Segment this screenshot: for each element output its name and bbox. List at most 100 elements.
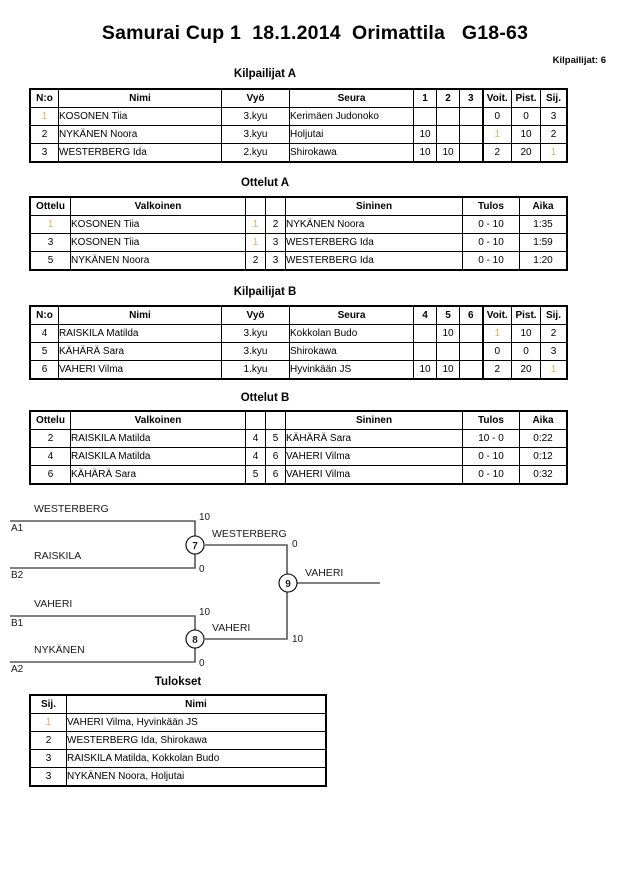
col-rank: Sij. — [30, 695, 67, 714]
cell-match: 6 — [30, 465, 71, 484]
cell-result: 0 - 10 — [462, 215, 520, 234]
cell-m1 — [413, 324, 437, 343]
col-white-no — [245, 197, 266, 216]
cell-blue-no: 3 — [265, 233, 286, 252]
bracket-semifinal-7-winner: WESTERBERG — [212, 528, 287, 540]
table-row: 3 RAISKILA Matilda, Kokkolan Budo — [30, 749, 326, 768]
col-club: Seura — [289, 306, 414, 325]
pool-b-caption: Kilpailijat B — [233, 286, 297, 298]
col-belt: Vyö — [221, 89, 290, 108]
cell-blue-no: 3 — [265, 251, 286, 270]
cell-m1: 10 — [413, 360, 437, 379]
cell-white-no: 1 — [245, 233, 266, 252]
col-blue: Sininen — [285, 411, 463, 430]
page-title: Samurai Cup 1 18.1.2014 Orimattila G18-6… — [101, 22, 529, 44]
col-name: Nimi — [58, 89, 222, 108]
bracket-semifinal-8-winner: VAHERI — [212, 622, 250, 634]
col-m1: 1 — [413, 89, 437, 108]
cell-white: RAISKILA Matilda — [70, 447, 246, 466]
bracket-line-entry-1 — [10, 520, 196, 543]
cell-rank: 2 — [30, 731, 67, 750]
table-row: 3 WESTERBERG Ida 2.kyu Shirokawa 10 10 2… — [30, 143, 567, 162]
bracket-line-entry-3 — [10, 615, 196, 636]
table-row: 6 KÄHÄRÄ Sara 5 6 VAHERI Vilma 0 - 10 0:… — [30, 465, 567, 484]
cell-match: 3 — [30, 233, 71, 252]
cell-white-no: 4 — [245, 429, 266, 448]
cell-blue: NYKÄNEN Noora — [285, 215, 463, 234]
cell-time: 0:22 — [519, 429, 567, 448]
table-row: 2 NYKÄNEN Noora 3.kyu Holjutai 10 1 10 2 — [30, 125, 567, 144]
table-row: 2 RAISKILA Matilda 4 5 KÄHÄRÄ Sara 10 - … — [30, 429, 567, 448]
cell-club: Kerimäen Judonoko — [289, 107, 414, 126]
col-points: Pist. — [511, 89, 541, 108]
table-header-row: Sij. Nimi — [30, 695, 326, 714]
cell-name: RAISKILA Matilda, Kokkolan Budo — [66, 749, 326, 768]
col-no: N:o — [30, 89, 59, 108]
cell-wins: 1 — [481, 125, 512, 144]
competitor-count-label: Kilpailijat: 6 — [552, 55, 606, 66]
cell-wins: 1 — [481, 324, 512, 343]
cell-rank: 1 — [540, 143, 567, 162]
cell-club: Kokkolan Budo — [289, 324, 414, 343]
cell-result: 10 - 0 — [462, 429, 520, 448]
cell-name: VAHERI Vilma, Hyvinkään JS — [66, 713, 326, 732]
cell-name: VAHERI Vilma — [58, 360, 222, 379]
bracket-semifinal-8-score: 10 — [292, 634, 304, 645]
cell-blue: WESTERBERG Ida — [285, 233, 463, 252]
cell-time: 1:35 — [519, 215, 567, 234]
cell-m3 — [459, 360, 483, 379]
cell-match: 1 — [30, 215, 71, 234]
cell-result: 0 - 10 — [462, 447, 520, 466]
pool-a-caption: Kilpailijat A — [233, 68, 297, 80]
cell-rank: 3 — [540, 107, 567, 126]
col-blue: Sininen — [285, 197, 463, 216]
table-row: 4 RAISKILA Matilda 4 6 VAHERI Vilma 0 - … — [30, 447, 567, 466]
cell-name: KÄHÄRÄ Sara — [58, 342, 222, 361]
cell-rank: 2 — [540, 125, 567, 144]
cell-blue: VAHERI Vilma — [285, 465, 463, 484]
cell-m2 — [436, 342, 460, 361]
table-row: 2 WESTERBERG Ida, Shirokawa — [30, 731, 326, 750]
cell-m3 — [459, 143, 483, 162]
table-header-row: N:o Nimi Vyö Seura 4 5 6 Voit. Pist. Sij… — [30, 306, 567, 325]
bracket-semifinal-7-score: 0 — [292, 539, 298, 550]
table-header-row: N:o Nimi Vyö Seura 1 2 3 Voit. Pist. Sij… — [30, 89, 567, 108]
cell-belt: 3.kyu — [221, 125, 290, 144]
bracket-entry-1-score: 10 — [199, 512, 211, 523]
matches-b-caption: Ottelut B — [240, 392, 290, 404]
cell-rank: 3 — [30, 749, 67, 768]
elimination-bracket: 7 8 9 WESTERBERG A1 RAISKILA B2 VAHERI B… — [0, 495, 630, 675]
cell-points: 0 — [511, 107, 541, 126]
bracket-entry-4-seed: A2 — [11, 664, 24, 675]
col-name: Nimi — [66, 695, 326, 714]
cell-rank: 3 — [30, 767, 67, 786]
bracket-entry-1-name: WESTERBERG — [34, 503, 109, 515]
cell-match: 4 — [30, 447, 71, 466]
cell-points: 10 — [511, 324, 541, 343]
cell-time: 0:32 — [519, 465, 567, 484]
cell-match: 2 — [30, 429, 71, 448]
cell-blue: VAHERI Vilma — [285, 447, 463, 466]
table-header-row: Ottelu Valkoinen Sininen Tulos Aika — [30, 197, 567, 216]
matches-a-table: Ottelu Valkoinen Sininen Tulos Aika 1 KO… — [29, 196, 568, 271]
col-m3: 6 — [459, 306, 483, 325]
cell-no: 6 — [30, 360, 59, 379]
cell-m1: 10 — [413, 125, 437, 144]
cell-m1: 10 — [413, 143, 437, 162]
bracket-entry-2-seed: B2 — [11, 570, 24, 581]
cell-m1 — [413, 107, 437, 126]
col-time: Aika — [519, 411, 567, 430]
cell-points: 0 — [511, 342, 541, 361]
pool-a-table: N:o Nimi Vyö Seura 1 2 3 Voit. Pist. Sij… — [29, 88, 568, 163]
table-row: 5 KÄHÄRÄ Sara 3.kyu Shirokawa 0 0 3 — [30, 342, 567, 361]
col-time: Aika — [519, 197, 567, 216]
cell-m2: 10 — [436, 143, 460, 162]
cell-blue-no: 6 — [265, 465, 286, 484]
cell-blue: KÄHÄRÄ Sara — [285, 429, 463, 448]
results-table: Sij. Nimi 1 VAHERI Vilma, Hyvinkään JS 2… — [29, 694, 327, 787]
pool-b-table: N:o Nimi Vyö Seura 4 5 6 Voit. Pist. Sij… — [29, 305, 568, 380]
col-m2: 2 — [436, 89, 460, 108]
table-row: 1 VAHERI Vilma, Hyvinkään JS — [30, 713, 326, 732]
cell-belt: 3.kyu — [221, 342, 290, 361]
cell-white: KOSONEN Tiia — [70, 233, 246, 252]
